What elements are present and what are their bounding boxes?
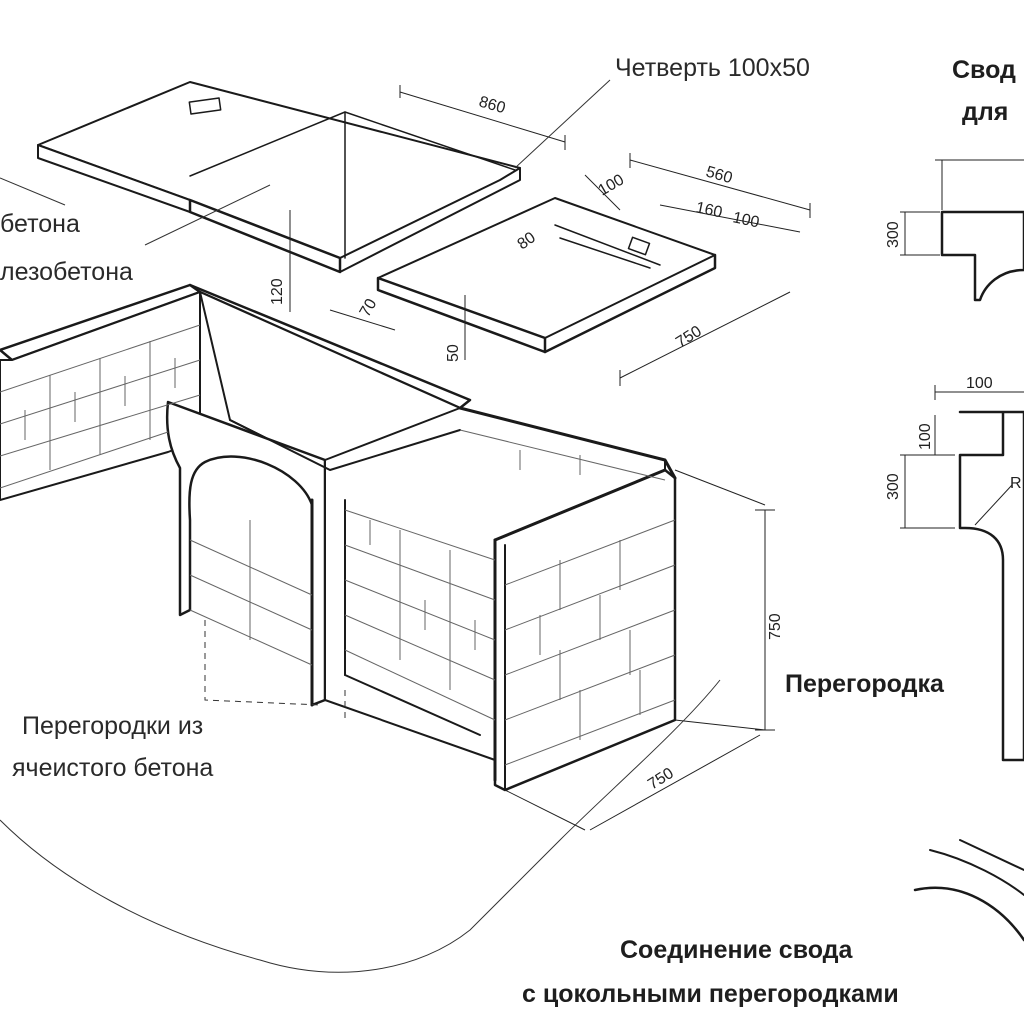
dim-860: 860 [477,94,507,118]
dim-120: 120 [269,278,286,305]
dim-750-slab: 750 [673,323,705,352]
joint-title-line2: с цокольными перегородками [522,980,899,1008]
reinforced-concrete-label: лезобетона [0,258,133,286]
dim-160: 160 [694,199,724,221]
vault-title-line1: Свод [952,56,1016,84]
joint-title-line1: Соединение свода [620,936,854,964]
partitions-label-line1: Перегородки из [22,712,203,740]
dim-750-depth: 750 [645,765,677,794]
dim-50: 50 [445,344,462,362]
joint-detail [913,839,1024,942]
partition-profile [900,385,1024,762]
slab-2 [376,197,717,354]
slab-1 [0,79,611,274]
vault-profile [900,159,1024,302]
dimension-lines [289,85,811,831]
dim-100-b: 100 [731,209,761,231]
dim-70: 70 [357,296,381,320]
quarter-note-label: Четверть 100x50 [615,54,810,82]
dim-partition-300: 300 [885,473,902,500]
dim-100-a: 100 [596,171,628,199]
dim-partition-100-step: 100 [917,423,934,450]
partitions-label-line2: ячеистого бетона [12,754,213,782]
dim-partition-radius: R [1010,475,1022,492]
brick-base [0,283,677,792]
dim-750-height: 750 [767,613,784,640]
concrete-label: бетона [0,210,80,238]
dim-partition-100-top: 100 [966,375,993,392]
dim-vault-300: 300 [885,221,902,248]
dim-560: 560 [704,164,734,188]
partition-title: Перегородка [785,670,945,698]
vault-title-line2: для [962,98,1008,126]
ground-outline [0,679,721,973]
